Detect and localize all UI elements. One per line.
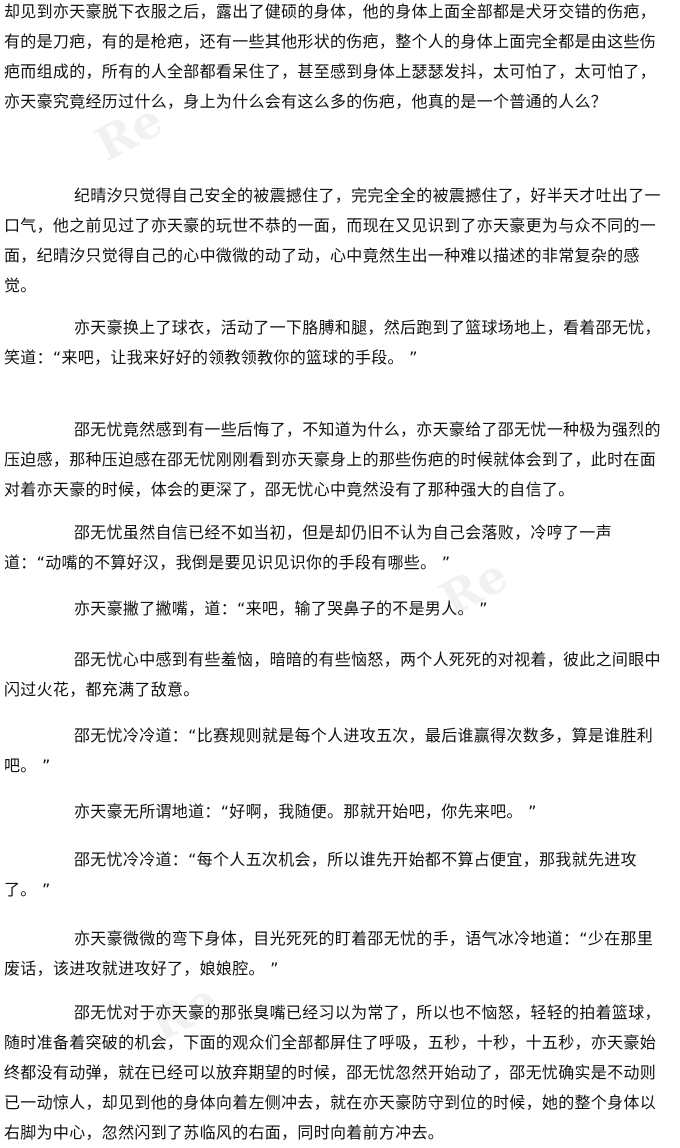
paragraph: 亦天豪无所谓地道：“好啊，我随便。那就开始吧，你先来吧。 ” bbox=[74, 802, 537, 821]
paragraph: 却见到亦天豪脱下衣服之后，露出了健硕的身体，他的身体上面全部都是犬牙交错的伤疤，… bbox=[4, 2, 657, 111]
paragraph: 邵无忧冷冷道：“每个人五次机会，所以谁先开始都不算占便宜，那我就先进攻了。 ” bbox=[4, 850, 637, 899]
paragraph: 纪晴汐只觉得自己安全的被震撼住了，完完全全的被震撼住了，好半天才吐出了一口气，他… bbox=[4, 186, 661, 295]
paragraph: 亦天豪换上了球衣，活动了一下胳膊和腿，然后跑到了篮球场地上，看着邵无忧，笑道：“… bbox=[4, 318, 661, 367]
paragraph: 亦天豪微微的弯下身体，目光死死的盯着邵无忧的手，语气冰冷地道：“少在那里废话，该… bbox=[4, 929, 654, 978]
paragraph: 邵无忧冷冷道：“比赛规则就是每个人进攻五次，最后谁赢得次数多，算是谁胜利吧。 ” bbox=[4, 726, 654, 775]
paragraph: 邵无忧竟然感到有一些后悔了，不知道为什么，亦天豪给了邵无忧一种极为强烈的压迫感，… bbox=[4, 420, 661, 499]
paragraph: 邵无忧对于亦天豪的那张臭嘴已经习以为常了，所以也不恼怒，轻轻的拍着篮球，随时准备… bbox=[4, 1003, 661, 1142]
paragraph: 邵无忧虽然自信已经不如当初，但是却仍旧不认为自己会落败，冷哼了一声道：“动嘴的不… bbox=[4, 523, 612, 572]
paragraph: 亦天豪撇了撇嘴，道：“来吧，输了哭鼻子的不是男人。 ” bbox=[74, 599, 488, 618]
paragraph: 邵无忧心中感到有些羞恼，暗暗的有些恼怒，两个人死死的对视着，彼此之间眼中闪过火花… bbox=[4, 650, 661, 699]
